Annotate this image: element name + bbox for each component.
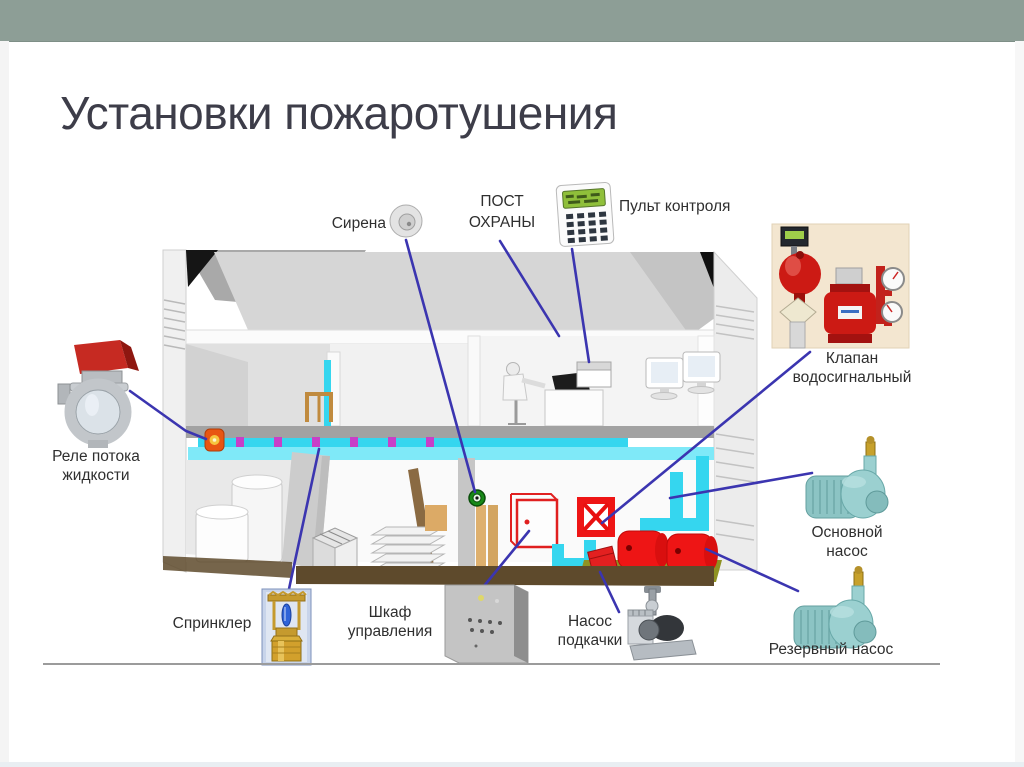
page-title: Установки пожаротушения bbox=[60, 87, 618, 139]
barrel-icon bbox=[195, 474, 283, 563]
board-icon bbox=[425, 505, 447, 531]
bottom-edge-strip bbox=[0, 762, 1024, 767]
reserve-pump-image bbox=[793, 565, 877, 649]
callout-line-sprinkler bbox=[287, 447, 321, 591]
monitor-icon bbox=[682, 351, 721, 394]
callout-line-control-cabinet bbox=[482, 529, 531, 588]
guard-person-icon bbox=[502, 362, 546, 425]
wall-panel-icon bbox=[576, 361, 612, 388]
label-control-panel: Пульт контроля bbox=[619, 198, 731, 215]
callout-line-main-pump bbox=[668, 471, 814, 500]
label-siren: Сирена bbox=[331, 215, 386, 232]
siren-icon bbox=[389, 204, 423, 238]
sprinkler-pipe bbox=[198, 438, 628, 447]
control-cabinet-image bbox=[444, 584, 529, 664]
label-guard-post: ПОСТ ОХРАНЫ bbox=[468, 193, 536, 231]
door-frame-icon bbox=[305, 392, 333, 422]
label-reserve-pump: Резервный насос bbox=[768, 641, 894, 658]
control-panel-image bbox=[555, 181, 615, 247]
label-flow-relay: Реле потока жидкости bbox=[52, 448, 140, 485]
fire-pumps-icon bbox=[617, 530, 718, 573]
callout-line-control-panel bbox=[570, 247, 591, 364]
label-main-pump: Основной насос bbox=[811, 524, 883, 561]
left-edge-strip bbox=[0, 41, 9, 767]
callout-line-alarm-valve bbox=[600, 350, 812, 525]
flow-relay-image bbox=[57, 340, 139, 448]
callout-line-siren bbox=[404, 238, 477, 494]
building-cutaway bbox=[162, 249, 758, 586]
manual-call-point-icon bbox=[468, 489, 486, 507]
label-alarm-valve: Клапан водосигнальный bbox=[792, 350, 912, 387]
activated-sprinkler-icon bbox=[204, 428, 225, 452]
booster-pump-image bbox=[627, 586, 697, 661]
callout-line-guard-post bbox=[498, 239, 561, 338]
guard-desk-icon bbox=[544, 372, 604, 427]
slide-header-bar bbox=[0, 0, 1024, 42]
label-sprinkler: Спринклер bbox=[172, 615, 252, 632]
fire-cabinet-icon bbox=[510, 493, 559, 549]
pump-pipework bbox=[552, 456, 709, 570]
left-rack-icon bbox=[163, 299, 186, 350]
monitor-icon bbox=[645, 357, 684, 400]
label-control-cabinet: Шкаф управления bbox=[347, 604, 433, 641]
sprinkler-heads-icon bbox=[236, 437, 434, 449]
booster-unit-icon bbox=[587, 545, 618, 574]
callout-lines bbox=[128, 238, 814, 614]
footer-divider bbox=[43, 663, 940, 665]
callout-line-reserve-pump bbox=[704, 547, 800, 593]
sprinkler-image bbox=[261, 588, 312, 666]
callout-line-booster-pump bbox=[598, 570, 621, 614]
callout-line-flow-relay bbox=[128, 389, 208, 441]
label-booster-pump: Насос подкачки bbox=[557, 613, 623, 650]
main-pump-image bbox=[805, 435, 889, 519]
right-rack-icon bbox=[715, 305, 755, 541]
alarm-valve-image bbox=[771, 223, 910, 349]
right-edge-strip bbox=[1015, 41, 1024, 767]
